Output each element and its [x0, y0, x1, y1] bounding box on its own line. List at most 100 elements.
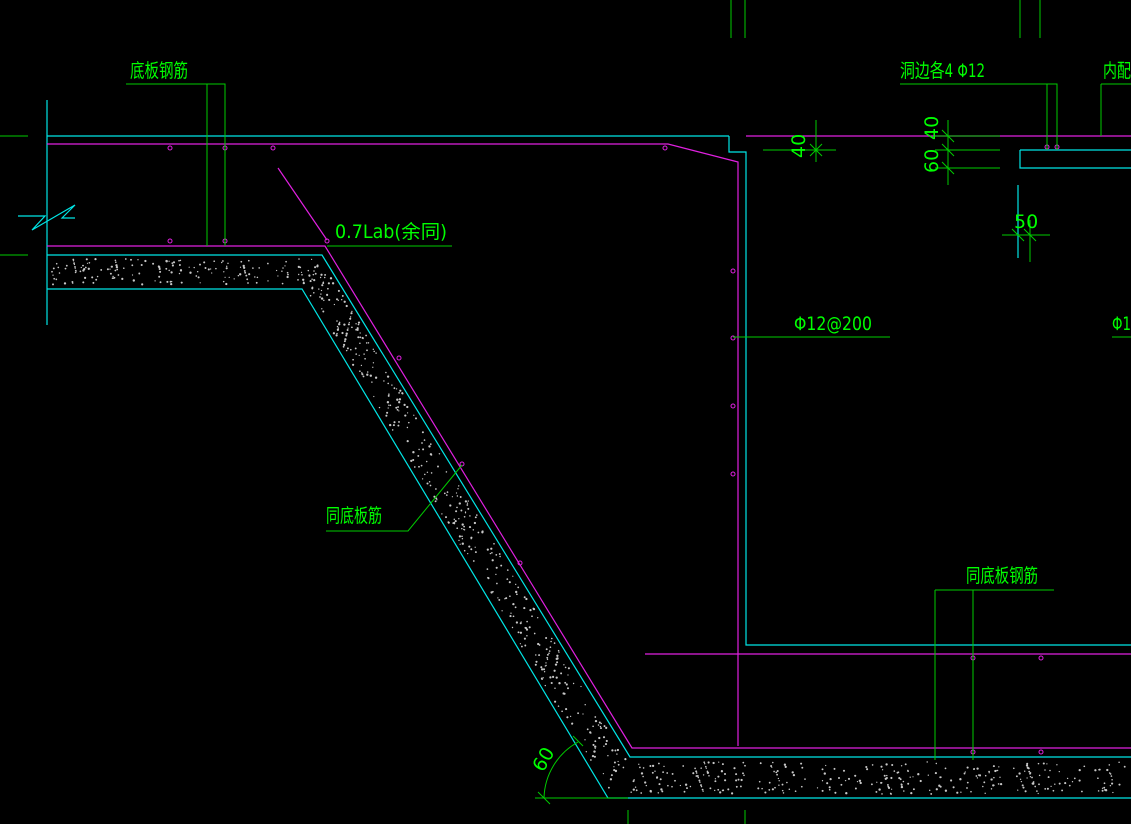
hatch-dot — [211, 272, 213, 274]
hatch-dot — [900, 785, 904, 789]
hatch-dot — [256, 276, 259, 279]
hatch-dot — [1044, 788, 1047, 790]
hatch-dot — [468, 545, 471, 548]
hatch-dot — [445, 471, 448, 473]
hatch-dot — [491, 552, 493, 554]
hatch-dot — [538, 654, 541, 657]
hatch-dot — [456, 495, 459, 497]
hatch-dot — [611, 749, 614, 752]
hatch-dot — [158, 275, 161, 278]
hatch-dot — [463, 549, 466, 552]
hatch-dot — [838, 777, 840, 779]
hatch-dot — [468, 526, 472, 529]
hatch-dot — [337, 327, 340, 329]
hatch-dot — [1123, 765, 1126, 768]
hatch-dot — [594, 747, 596, 750]
hatch-dot — [447, 521, 450, 523]
hatch-dot — [993, 776, 995, 779]
hatch-dot — [366, 373, 369, 376]
hatch-dot — [740, 778, 743, 782]
hatch-dot — [327, 282, 330, 285]
hatch-dot — [351, 363, 355, 366]
hatch-dot — [1108, 764, 1111, 766]
hatch-dot — [417, 454, 420, 457]
hatch-dot — [666, 772, 669, 774]
hatch-dot — [1028, 770, 1031, 773]
hatch-dot — [739, 785, 742, 788]
hatch-dot — [321, 284, 324, 287]
hatch-dot — [429, 443, 432, 445]
hatch-dot — [900, 783, 903, 786]
hatch-dot — [319, 296, 321, 298]
hatch-dot — [603, 725, 606, 728]
hatch-dot — [939, 776, 942, 779]
anchorage-extension-rebar — [277, 167, 328, 241]
rebar-dots — [167, 144, 1060, 755]
hatch-dot — [454, 520, 457, 523]
hatch-dot — [1032, 781, 1035, 783]
hatch-dot — [170, 282, 173, 286]
hatch-dot — [429, 453, 433, 456]
hatch-dot — [854, 774, 857, 777]
hatch-dot — [178, 264, 181, 266]
hatch-dot — [919, 779, 922, 783]
hatch-dot — [560, 672, 563, 675]
hatch-dot — [1111, 782, 1114, 785]
hatch-dot — [718, 761, 720, 763]
hatch-dot — [902, 780, 905, 783]
hatch-dot — [1073, 777, 1076, 780]
hatch-dot — [952, 786, 955, 789]
hatch-dot — [215, 267, 217, 270]
hatch-dot — [301, 274, 303, 276]
hatch-dot — [204, 267, 207, 269]
hatch-dot — [524, 626, 527, 629]
hatch-dot — [976, 777, 979, 779]
hatch-dot — [523, 607, 526, 610]
hatch-dot — [316, 265, 319, 268]
hatch-dot — [886, 783, 889, 786]
hatch-dot — [75, 271, 77, 273]
hatch-dot — [927, 774, 929, 776]
hatch-dot — [355, 323, 357, 325]
hatch-dot — [650, 791, 652, 793]
hatch-dot — [783, 763, 787, 766]
break-symbol — [18, 204, 76, 231]
hatch-dot — [607, 754, 609, 757]
hatch-dot — [412, 451, 415, 454]
hatch-dot — [74, 266, 76, 268]
hatch-dot — [413, 414, 415, 416]
hatch-dot — [117, 274, 120, 276]
hatch-dot — [124, 258, 127, 260]
hatch-dot — [430, 472, 433, 474]
hatch-dot — [537, 642, 540, 646]
hatch-dot — [900, 765, 903, 767]
hatch-dot — [361, 372, 363, 374]
hatch-dot — [72, 258, 75, 261]
hatch-dot — [554, 700, 557, 703]
hatch-dot — [698, 779, 701, 782]
hatch-dot — [359, 370, 361, 373]
hatch-dot — [455, 510, 458, 513]
hatch-dot — [196, 270, 199, 273]
hatch-dot — [511, 626, 514, 629]
hatch-dot — [885, 776, 888, 780]
hatch-dot — [346, 347, 349, 350]
hatch-dot — [436, 499, 438, 501]
hatch-dot — [662, 771, 665, 774]
hatch-dot — [764, 791, 767, 794]
hatch-dot — [178, 272, 181, 275]
hatch-dot — [495, 566, 498, 569]
hatch-dot — [988, 772, 990, 774]
hatch-dot — [388, 393, 390, 395]
hatch-dot — [904, 763, 907, 766]
hatch-dot — [313, 292, 315, 294]
hatch-dot — [199, 263, 201, 266]
hatch-dot — [743, 774, 745, 777]
hatch-dot — [457, 488, 459, 490]
hatch-dot — [423, 439, 426, 441]
hatch-dot — [887, 786, 891, 790]
hatch-dot — [544, 684, 546, 687]
hatch-dot — [359, 336, 362, 339]
hatch-dot — [428, 445, 431, 448]
